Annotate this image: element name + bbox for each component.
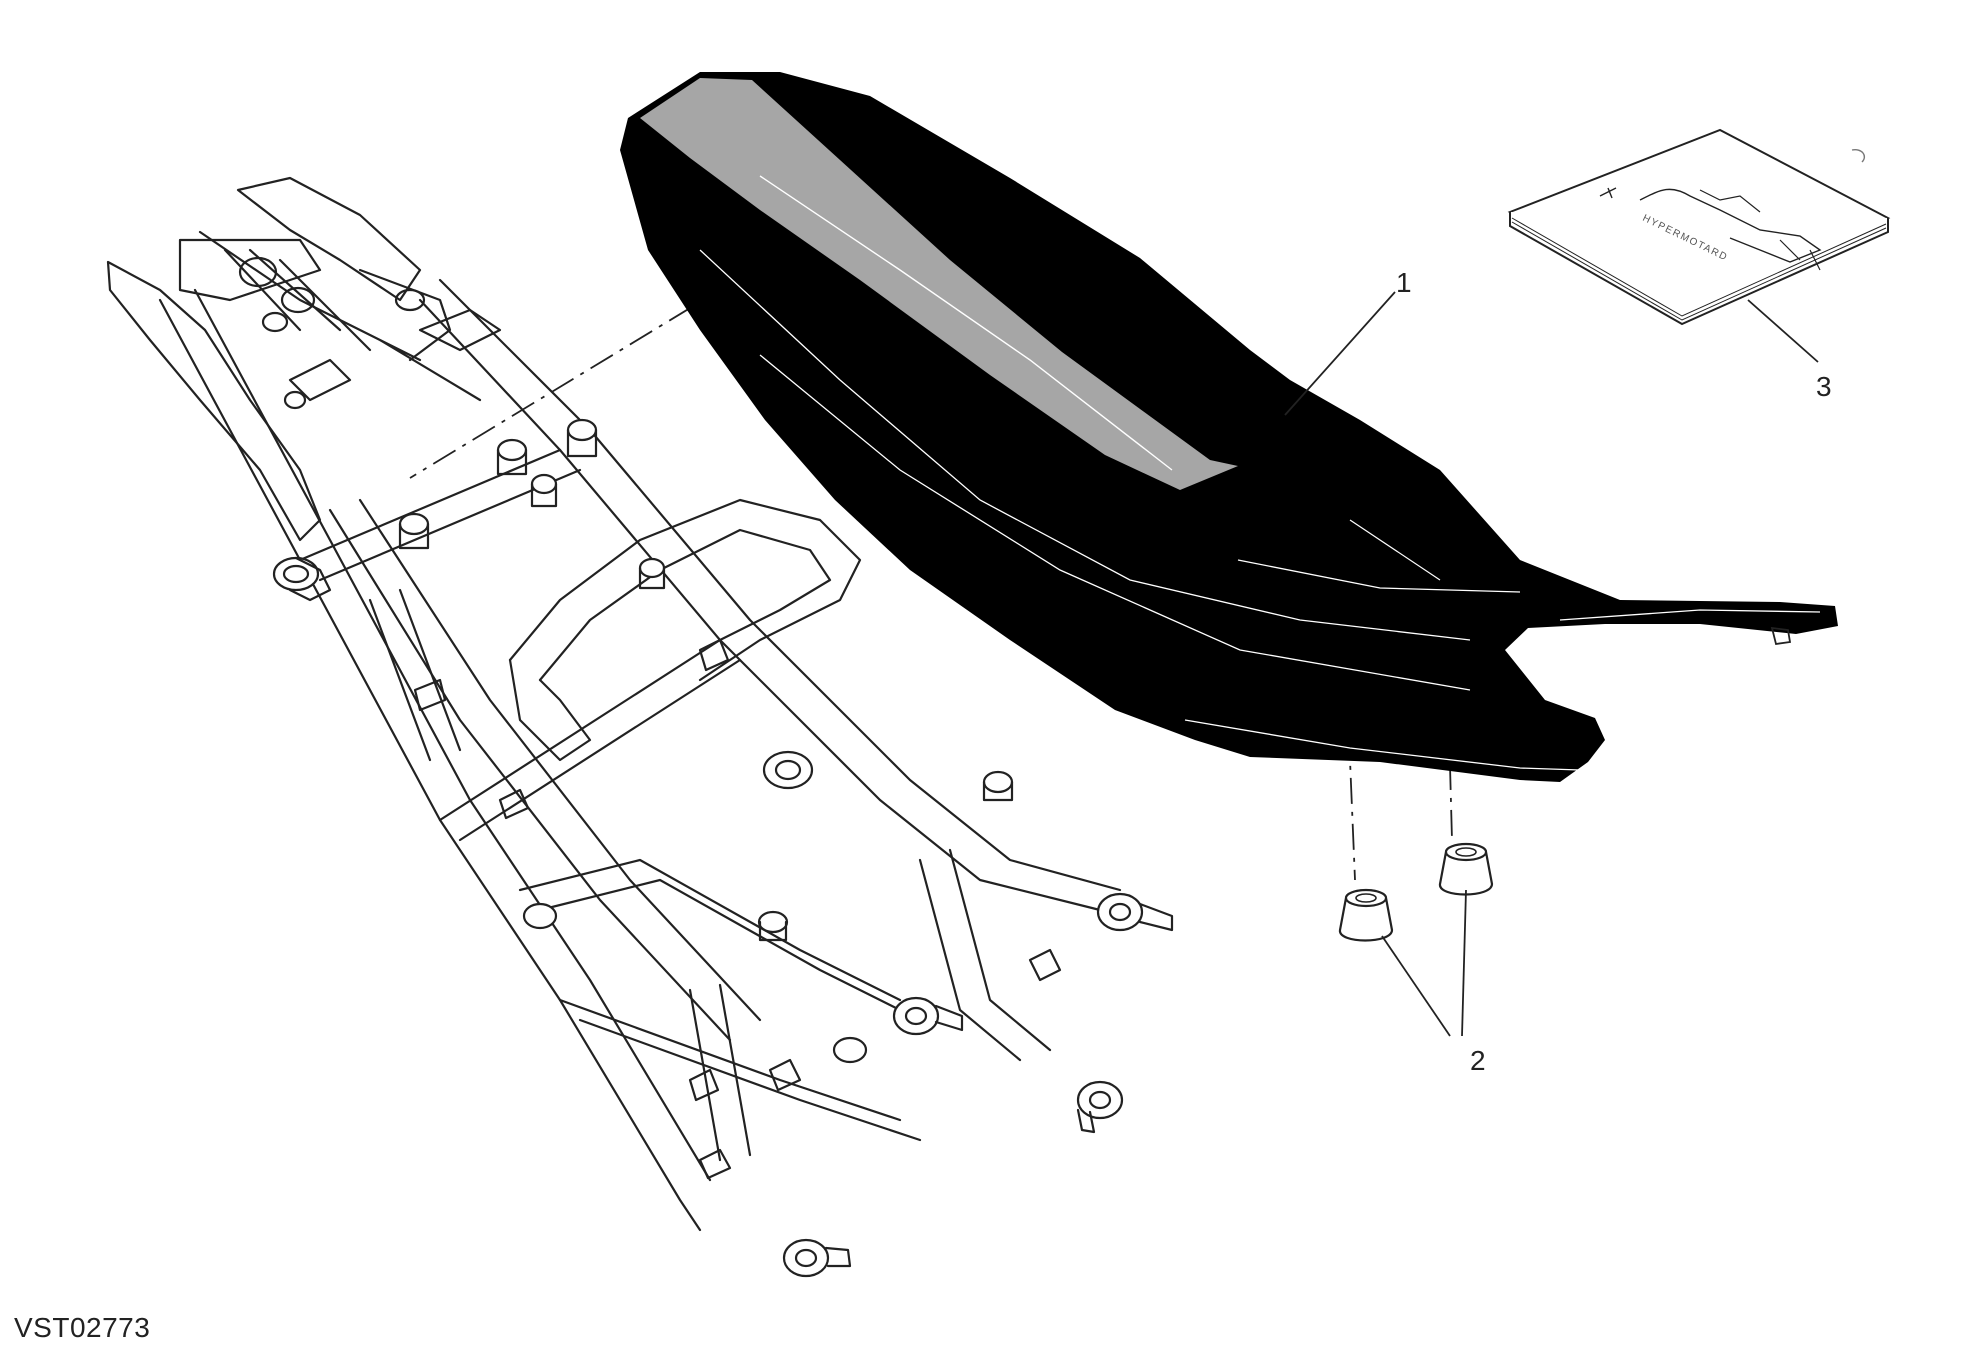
leader-2a xyxy=(1381,935,1451,1037)
rubber-pad-left xyxy=(1338,888,1394,942)
rear-subframe xyxy=(106,176,1174,1278)
callout-2: 2 xyxy=(1470,1045,1486,1076)
seat-stripe xyxy=(640,78,1238,490)
callout-3: 3 xyxy=(1816,371,1832,402)
callout-1: 1 xyxy=(1396,267,1412,298)
seat xyxy=(620,72,1838,782)
drawing-code: VST02773 xyxy=(14,1312,151,1343)
assembly-axis-pad-left xyxy=(1344,639,1356,881)
leader-2b xyxy=(1461,889,1467,1037)
manual-booklet: HYPERMOTARD xyxy=(1507,128,1891,326)
rubber-pad-right xyxy=(1438,842,1494,896)
leader-1 xyxy=(1284,291,1396,416)
leader-3 xyxy=(1747,299,1819,363)
